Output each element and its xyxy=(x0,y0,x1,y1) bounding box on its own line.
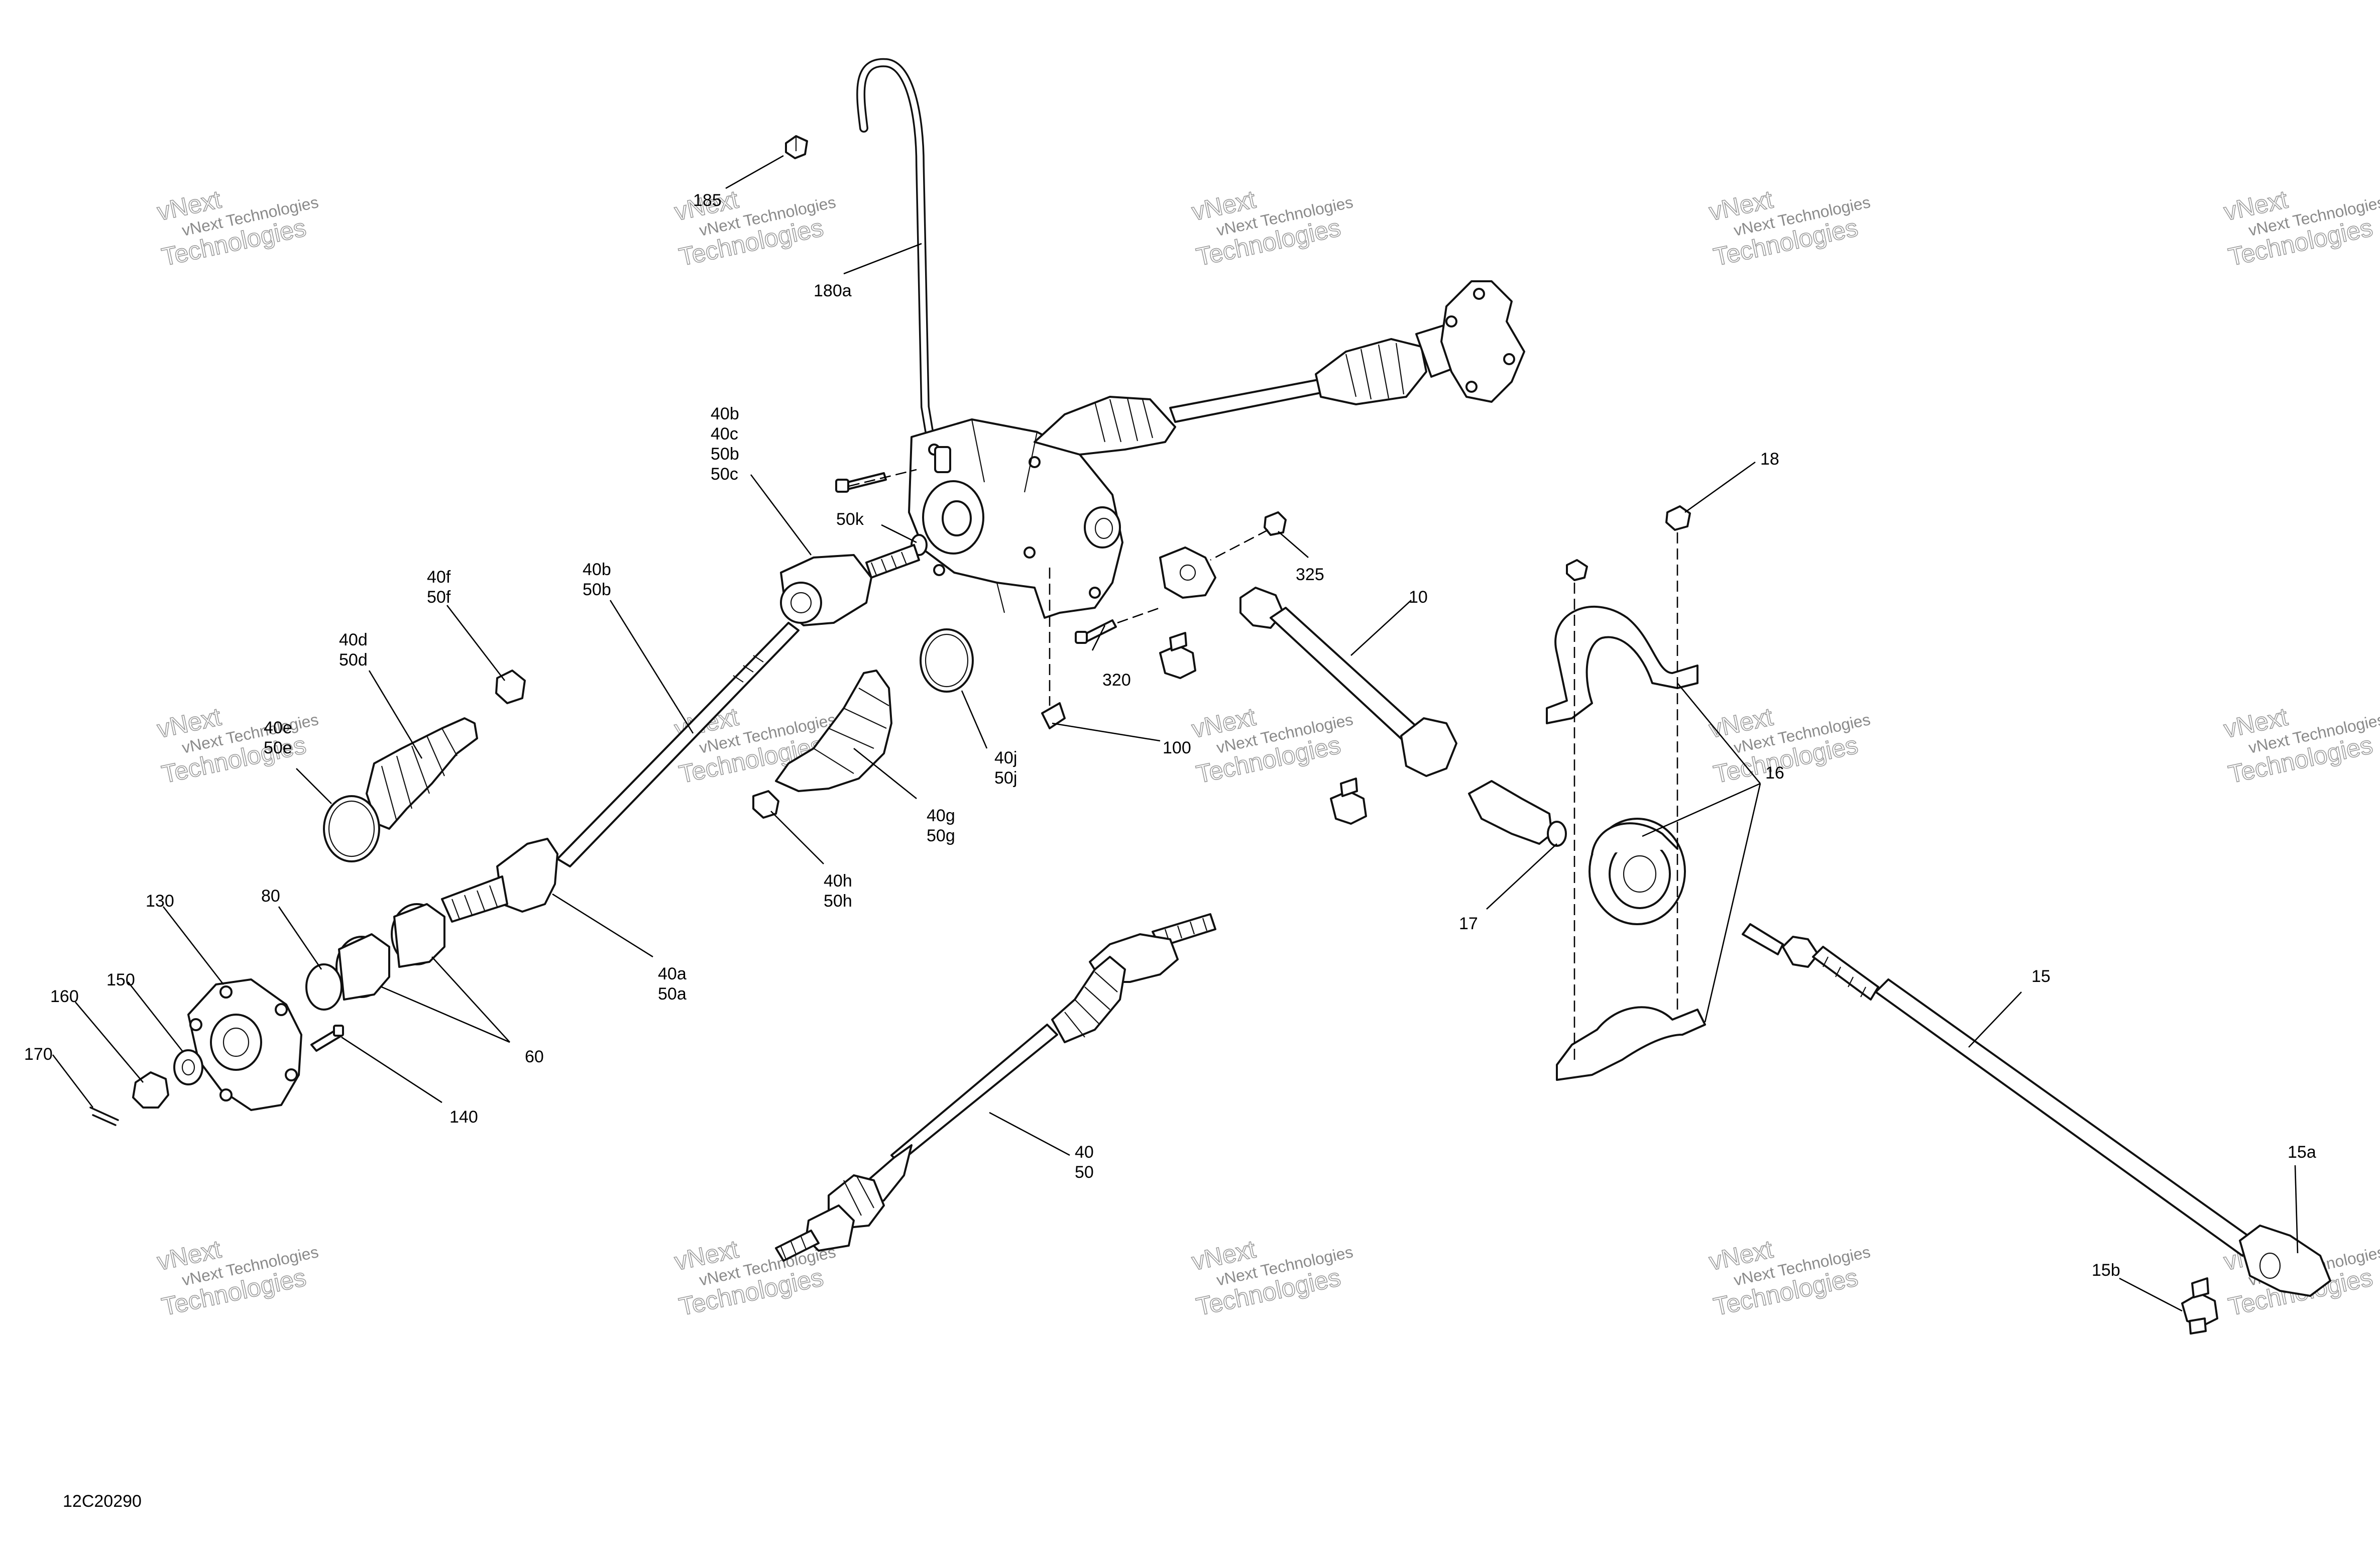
callout-40f-2: 50f xyxy=(427,588,451,607)
part-185-clip[interactable] xyxy=(785,135,808,159)
part-170-cotter-pin[interactable] xyxy=(89,1107,119,1126)
part-60-bearings[interactable] xyxy=(335,903,445,1001)
part-40-front-axle-assembly[interactable] xyxy=(775,913,1216,1262)
callout-185: 185 xyxy=(693,191,722,210)
watermark-group: vNext vNext Technologies Technologies vN… xyxy=(154,185,2380,1321)
part-16-bearing-support[interactable] xyxy=(1546,605,1706,1081)
callout-17: 17 xyxy=(1459,914,1478,933)
part-100-bolt[interactable] xyxy=(1041,702,1066,729)
callout-15a: 15a xyxy=(2288,1143,2316,1162)
callout-40g-2: 50g xyxy=(927,826,955,845)
part-40b-shaft[interactable] xyxy=(556,622,800,867)
callout-40f-1: 40f xyxy=(427,568,451,587)
part-150-washer[interactable] xyxy=(173,1049,203,1085)
callout-130: 130 xyxy=(146,892,174,911)
part-40g-cv-boot[interactable] xyxy=(775,670,892,792)
callout-40h-2: 50h xyxy=(824,892,852,911)
callout-labels: 185 180a 40b 40c 50b 50c 50k 40b 50b 40f… xyxy=(24,191,2316,1280)
callout-140: 140 xyxy=(449,1108,478,1127)
part-18-bolt-left[interactable] xyxy=(1566,559,1588,581)
callout-180a: 180a xyxy=(814,281,852,300)
callout-15: 15 xyxy=(2031,967,2051,986)
part-u-joint-cross-middle[interactable] xyxy=(1330,778,1367,825)
part-15-propeller-shaft-rear[interactable] xyxy=(1742,923,2331,1297)
part-40e-large-clamp[interactable] xyxy=(323,795,380,862)
callout-40b-top-4: 50c xyxy=(711,465,738,484)
part-front-right-axle[interactable] xyxy=(1034,280,1525,456)
part-325-screw[interactable] xyxy=(1264,511,1287,536)
callout-40e-1: 40e xyxy=(264,718,292,737)
part-40d-cv-boot[interactable] xyxy=(366,717,478,830)
part-front-differential[interactable] xyxy=(908,418,1123,619)
callout-50: 50 xyxy=(1075,1163,1094,1182)
callout-40d-1: 40d xyxy=(339,630,368,649)
part-320-bolt[interactable] xyxy=(1075,619,1117,644)
callout-80: 80 xyxy=(261,887,280,906)
part-130-wheel-hub[interactable] xyxy=(187,978,302,1111)
part-15b-u-joint-cross[interactable] xyxy=(2181,1277,2218,1335)
callout-40g-1: 40g xyxy=(927,806,955,825)
callout-60: 60 xyxy=(525,1047,544,1066)
part-40j-clamp-ring[interactable] xyxy=(920,628,974,693)
alignment-lines xyxy=(848,469,1678,1060)
callout-10: 10 xyxy=(1409,588,1428,607)
part-10-propeller-shaft-front[interactable] xyxy=(1239,587,1457,777)
callout-320: 320 xyxy=(1102,671,1131,690)
part-180a-vent-hose[interactable] xyxy=(856,58,937,457)
callout-40a: 40a xyxy=(658,964,687,983)
part-40b-inner-cv-joint[interactable] xyxy=(780,544,920,626)
callout-100: 100 xyxy=(1163,738,1191,757)
callout-150: 150 xyxy=(106,970,135,989)
callout-40b-top-1: 40b xyxy=(711,404,739,423)
callout-40e-2: 50e xyxy=(264,738,292,757)
callout-40: 40 xyxy=(1075,1143,1094,1162)
callout-40b-2: 50b xyxy=(583,580,611,599)
callout-40b-top-2: 40c xyxy=(711,424,738,444)
part-17-slip-yoke[interactable] xyxy=(1468,780,1567,847)
callout-15b: 15b xyxy=(2092,1261,2120,1280)
leader-lines xyxy=(52,155,2299,1312)
callout-40d-2: 50d xyxy=(339,650,368,670)
callout-160: 160 xyxy=(50,987,79,1006)
callout-50k: 50k xyxy=(836,510,864,529)
part-40h-small-clamp[interactable] xyxy=(752,790,779,819)
part-18-bolt-right[interactable] xyxy=(1665,505,1691,531)
callout-50a: 50a xyxy=(658,984,687,1004)
callout-40j-2: 50j xyxy=(994,768,1017,788)
part-bolt-diff-mount[interactable] xyxy=(835,472,887,493)
callout-18: 18 xyxy=(1760,450,1779,469)
drawing-reference: 12C20290 xyxy=(63,1492,142,1511)
part-140-bolt[interactable] xyxy=(310,1025,344,1052)
callout-40b-1: 40b xyxy=(583,560,611,579)
callout-170: 170 xyxy=(24,1045,53,1064)
callout-40b-top-3: 50b xyxy=(711,445,739,464)
callout-40h-1: 40h xyxy=(824,871,852,891)
callout-16: 16 xyxy=(1765,763,1784,783)
callout-325: 325 xyxy=(1296,565,1324,584)
part-80-circlip[interactable] xyxy=(305,963,343,1011)
part-u-joint-cross-upper[interactable] xyxy=(1159,632,1196,679)
callout-40j-1: 40j xyxy=(994,748,1017,767)
part-yoke-front[interactable] xyxy=(1159,546,1216,599)
part-40a-outer-cv-joint[interactable] xyxy=(441,838,558,923)
